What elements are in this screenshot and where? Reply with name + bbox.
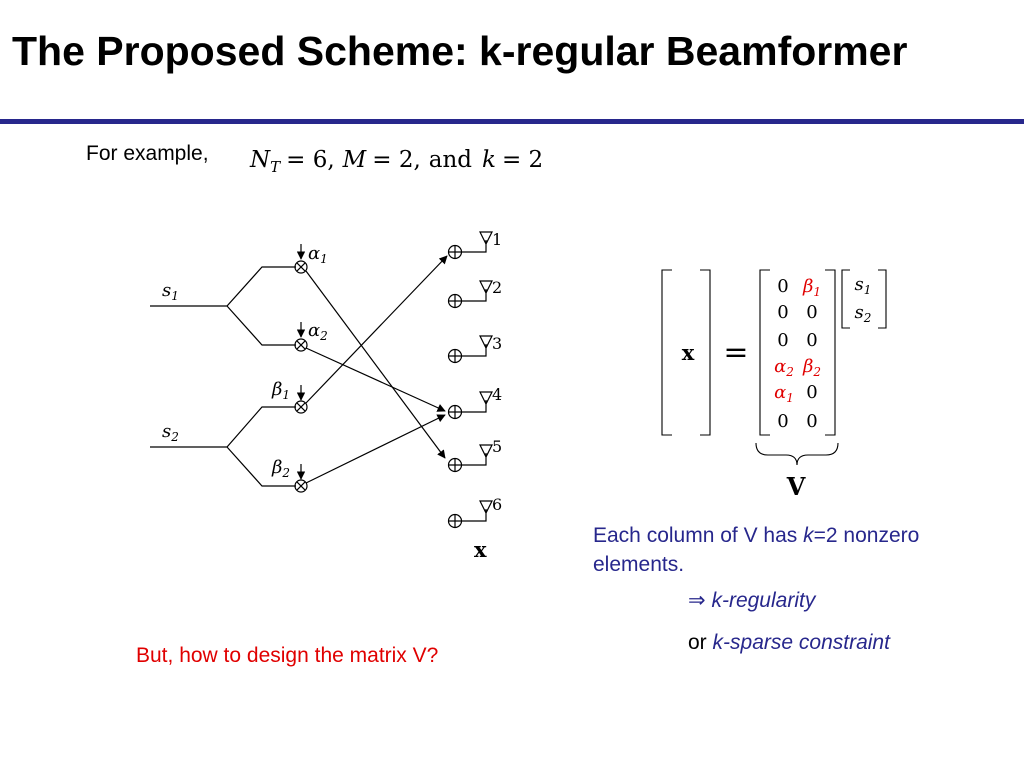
antenna-icon	[461, 500, 493, 522]
weight-alpha2-label: α2	[308, 320, 328, 343]
k-symbol: k	[482, 147, 496, 173]
title-rule	[0, 119, 1024, 124]
nt-symbol: N	[249, 147, 271, 173]
alpha2-to-antenna4-line	[305, 347, 446, 412]
multiplier-icon	[294, 338, 308, 352]
adder-icon	[447, 293, 463, 309]
k-sparse-line: or k-sparse constraint	[688, 631, 890, 654]
adder-icon	[447, 404, 463, 420]
antenna-icon	[461, 391, 493, 413]
antenna-index-label: 1	[492, 230, 502, 249]
slide-title: The Proposed Scheme: k-regular Beamforme…	[12, 28, 908, 74]
m-equals: = 2,	[372, 147, 421, 173]
output-x-label: x	[474, 537, 487, 562]
k-regularity-line: ⇒ k-regularity	[688, 589, 816, 612]
adder-icon	[447, 513, 463, 529]
matrix-cell-highlight: α1	[774, 382, 794, 405]
vector-s2: s2	[855, 302, 872, 325]
multiplier-icon	[294, 400, 308, 414]
alpha1-to-antenna5-line	[305, 270, 446, 459]
underbrace	[755, 442, 839, 466]
multiplier-icon	[294, 479, 308, 493]
matrix-cell-highlight: α2	[774, 356, 794, 379]
nt-equals: = 6,	[286, 147, 335, 173]
matrix-cell: 0	[806, 382, 817, 403]
lhs-bracket-left	[661, 269, 672, 436]
antenna-icon	[461, 335, 493, 357]
matrix-cell: 0	[777, 411, 788, 432]
antenna-icon	[461, 231, 493, 253]
matrix-cell-highlight: β2	[802, 356, 821, 379]
nt-subscript: T	[270, 158, 281, 176]
brace-label-v: V	[786, 472, 806, 501]
matrix-cell: 0	[777, 302, 788, 323]
matrix-bracket-left	[759, 269, 770, 436]
note-line-2: elements.	[593, 553, 685, 576]
s1-splitter	[150, 266, 296, 346]
antenna-icon	[461, 444, 493, 466]
matrix-cell: 0	[806, 302, 817, 323]
m-symbol: M	[342, 147, 368, 173]
antenna-icon	[461, 280, 493, 302]
adder-icon	[447, 348, 463, 364]
weight-beta2-label: β2	[271, 457, 290, 480]
adder-icon	[447, 457, 463, 473]
design-question: But, how to design the matrix V?	[136, 644, 439, 667]
beta2-to-antenna4-line	[305, 414, 446, 484]
equals-sign: =	[723, 335, 748, 370]
antenna-index-label: 2	[492, 278, 502, 297]
vector-bracket-right	[878, 269, 887, 329]
matrix-cell: 0	[777, 276, 788, 297]
matrix-cell-highlight: β1	[802, 276, 821, 299]
input-s1-label: s1	[162, 280, 179, 303]
antenna-index-label: 3	[492, 334, 502, 353]
antenna-index-label: 5	[492, 437, 502, 456]
antenna-index-label: 4	[492, 385, 502, 404]
lhs-bracket-right	[700, 269, 711, 436]
input-s2-label: s2	[162, 421, 179, 444]
antenna-index-label: 6	[492, 495, 502, 514]
k-equals: = 2	[502, 147, 543, 173]
matrix-equation: x = 0 β1 0 0 0 0 α2 β2 α1 0 0 0 s1 s2 V	[661, 269, 887, 501]
weight-alpha1-label: α1	[308, 243, 328, 266]
matrix-cell: 0	[806, 330, 817, 351]
block-diagram	[150, 231, 493, 529]
beta1-to-antenna1-line	[305, 255, 448, 404]
weight-beta1-label: β1	[271, 379, 290, 402]
matrix-cell: 0	[777, 330, 788, 351]
note-line-1: Each column of V has k=2 nonzero	[593, 524, 920, 547]
matrix-cell: 0	[806, 411, 817, 432]
lhs-x: x	[682, 340, 695, 365]
example-label: For example,	[86, 142, 209, 165]
vector-s1: s1	[855, 274, 872, 297]
implies-arrow-icon: ⇒	[688, 589, 706, 612]
multiplier-icon	[294, 260, 308, 274]
vector-bracket-left	[841, 269, 850, 329]
and-word: and	[429, 147, 473, 173]
matrix-bracket-right	[825, 269, 836, 436]
adder-icon	[447, 244, 463, 260]
s2-splitter	[150, 406, 296, 487]
